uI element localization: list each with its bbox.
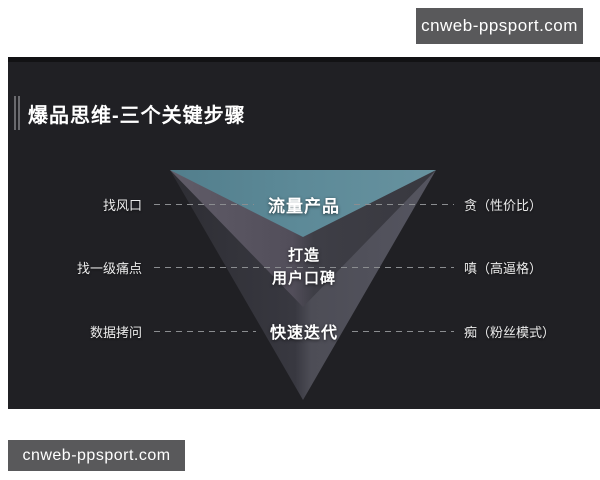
slide-canvas: 爆品思维-三个关键步骤 找风口 流量产品 贪（性价比） 找一级痛点 打造 用户 — [8, 57, 600, 409]
slide-title: 爆品思维-三个关键步骤 — [28, 104, 246, 127]
title-block: 爆品思维-三个关键步骤 — [14, 96, 246, 130]
funnel-level-2-label-line1: 打造 — [287, 247, 320, 264]
right-label-2: 嗔（高逼格） — [464, 260, 543, 276]
title-accent-lines — [14, 96, 16, 130]
dashed-connector-line — [354, 203, 454, 205]
dashed-connector-line — [154, 203, 254, 205]
dashed-connector-line — [154, 267, 454, 268]
funnel-diagram: 找风口 流量产品 贪（性价比） 找一级痛点 打造 用户口碑 嗔（高逼格） — [8, 57, 600, 409]
funnel-row-2: 找一级痛点 打造 用户口碑 嗔（高逼格） — [54, 242, 572, 292]
funnel-level-3-label: 快速迭代 — [270, 325, 339, 342]
funnel-level-1-label: 流量产品 — [268, 196, 340, 216]
dashed-connector-line — [154, 330, 256, 332]
right-label-1: 贪（性价比） — [464, 197, 543, 213]
left-label-1: 找风口 — [102, 197, 142, 213]
funnel-row-3: 数据拷问 快速迭代 痴（粉丝模式） — [54, 318, 572, 344]
dashed-connector-line — [352, 330, 455, 332]
funnel-level-2-label: 打造 用户口碑 — [272, 244, 336, 290]
funnel-level-2-label-line2: 用户口碑 — [271, 270, 336, 287]
funnel-row-1: 找风口 流量产品 贪（性价比） — [54, 191, 572, 217]
watermark-top: cnweb-ppsport.com — [416, 8, 583, 44]
watermark-bottom: cnweb-ppsport.com — [8, 440, 185, 471]
left-label-3: 数据拷问 — [89, 324, 142, 340]
left-label-2: 找一级痛点 — [76, 260, 142, 276]
slide-top-edge — [8, 57, 600, 62]
right-label-3: 痴（粉丝模式） — [464, 324, 556, 340]
funnel-row-2-center-zone: 打造 用户口碑 — [154, 242, 454, 292]
